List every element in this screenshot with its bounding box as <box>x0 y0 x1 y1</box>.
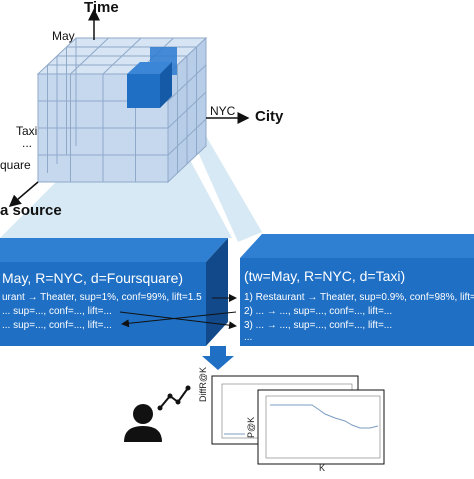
front-plot-ylabel: P@K <box>246 416 256 438</box>
left-rule-2: ... sup=..., conf=..., lift=... <box>2 306 112 317</box>
down-arrow <box>202 346 234 370</box>
source-value-foursquare: quare <box>0 158 31 172</box>
city-axis-label: City <box>255 108 284 125</box>
right-rule-3: 3) ... → ..., sup=..., conf=..., lift=..… <box>244 320 393 331</box>
source-value-taxi: Taxi <box>16 124 38 138</box>
cube-highlight-cell-front <box>127 74 160 108</box>
source-value-ellipsis: ... <box>22 136 33 150</box>
left-rules-panel: May, R=NYC, d=Foursquare) urant → Theate… <box>0 262 206 346</box>
left-rule-1: urant → Theater, sup=1%, conf=99%, lift=… <box>2 292 202 303</box>
city-value-label: NYC <box>210 104 236 118</box>
front-plot-curve <box>270 404 379 429</box>
left-panel-side <box>206 238 228 346</box>
trend-icon <box>159 387 189 409</box>
right-panel-title: (tw=May, R=NYC, d=Taxi) <box>244 268 406 284</box>
front-plot-inner <box>265 395 381 459</box>
front-plot-xlabel: K <box>319 463 326 473</box>
left-panel-front <box>0 262 206 346</box>
time-axis-label: Time <box>84 0 119 16</box>
data-cube <box>36 36 208 184</box>
user-icon <box>124 404 162 442</box>
cube-highlight-cell-side <box>160 62 172 108</box>
left-panel-top <box>0 238 228 262</box>
right-panel-front <box>240 258 474 346</box>
source-axis-label: a source <box>0 202 62 219</box>
left-rule-3: ... sup=..., conf=..., lift=... <box>2 320 112 331</box>
right-rule-more: ... <box>244 332 253 343</box>
right-rule-2: 2) ... → ..., sup=..., conf=..., lift=..… <box>244 306 393 317</box>
right-panel-top <box>240 234 474 258</box>
front-plot-frame <box>257 389 385 465</box>
link-arrow-3 <box>121 311 237 328</box>
cube-highlight-cell-top <box>127 62 172 74</box>
back-plot-ylabel: DiffR@K <box>198 367 208 402</box>
link-arrow-2 <box>119 311 237 330</box>
left-panel-title: May, R=NYC, d=Foursquare) <box>2 270 184 286</box>
right-rule-1: 1) Restaurant → Theater, sup=0.9%, conf=… <box>244 292 474 303</box>
time-value-label: May <box>52 29 75 43</box>
right-rules-panel: (tw=May, R=NYC, d=Taxi) 1) Restaurant → … <box>240 258 474 346</box>
source-axis-arrow <box>8 181 39 207</box>
